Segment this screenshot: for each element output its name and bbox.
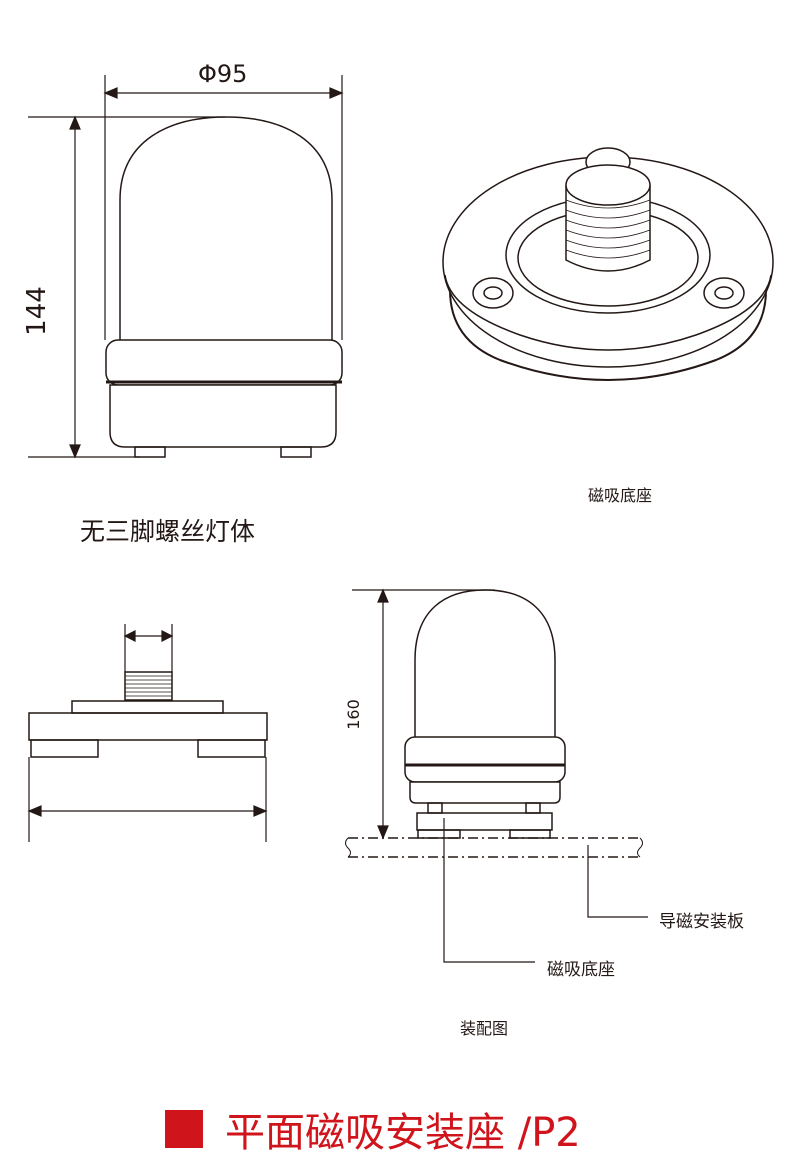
base-leader-label: 磁吸底座 bbox=[547, 960, 615, 980]
red-square-icon bbox=[165, 1110, 203, 1148]
dimension-lines-top bbox=[28, 75, 344, 459]
assembly-height-label: 160 bbox=[343, 699, 363, 730]
footer-title-text: 平面磁吸安装座 /P2 bbox=[225, 1110, 581, 1156]
magnetic-base-iso bbox=[442, 147, 774, 381]
mounting-plate bbox=[348, 837, 640, 858]
assembly-view bbox=[345, 588, 648, 963]
lamp-side-view bbox=[105, 116, 343, 458]
assembly-caption: 装配图 bbox=[460, 1019, 509, 1038]
height-label: 144 bbox=[21, 286, 52, 336]
base-side-view bbox=[27, 624, 268, 842]
plate-leader-label: 导磁安装板 bbox=[659, 912, 744, 932]
lamp-caption: 无三脚螺丝灯体 bbox=[80, 517, 256, 546]
diameter-label: Φ95 bbox=[198, 60, 248, 88]
footer-title: 平面磁吸安装座 /P2 bbox=[165, 1100, 581, 1158]
magnetic-base-caption: 磁吸底座 bbox=[588, 486, 653, 505]
